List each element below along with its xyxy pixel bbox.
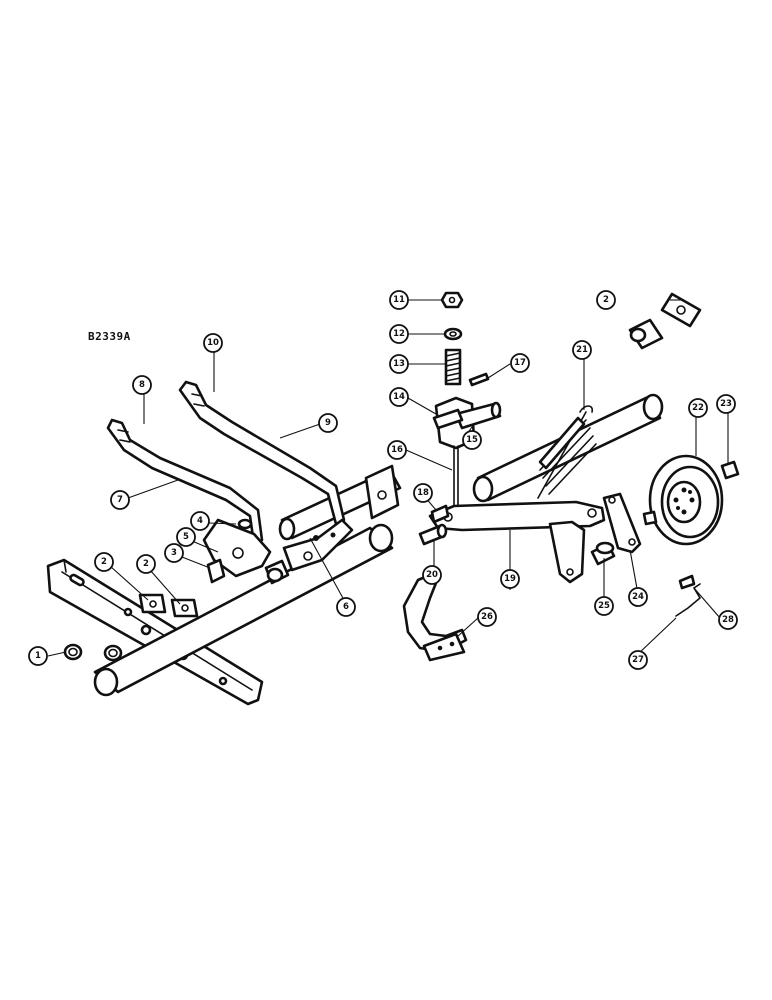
svg-text:28: 28 bbox=[722, 615, 734, 625]
lever-left bbox=[106, 418, 264, 546]
svg-text:25: 25 bbox=[598, 601, 610, 611]
svg-text:4: 4 bbox=[197, 516, 203, 526]
callout-2a: 2 bbox=[94, 552, 114, 572]
sleeve-top bbox=[628, 318, 664, 350]
callout-2b: 2 bbox=[136, 554, 156, 574]
callout-28: 28 bbox=[718, 610, 738, 630]
plate-2a bbox=[138, 593, 167, 614]
callout-20: 20 bbox=[422, 565, 442, 585]
lever-right bbox=[178, 380, 346, 526]
svg-text:12: 12 bbox=[393, 329, 405, 339]
callout-13: 13 bbox=[389, 354, 409, 374]
svg-text:24: 24 bbox=[632, 592, 644, 602]
svg-text:14: 14 bbox=[393, 392, 405, 402]
callout-12: 12 bbox=[389, 324, 409, 344]
svg-text:2: 2 bbox=[603, 295, 609, 305]
callout-9: 9 bbox=[318, 413, 338, 433]
callout-4: 4 bbox=[190, 511, 210, 531]
callout-23: 23 bbox=[716, 394, 736, 414]
scraper-26 bbox=[402, 572, 468, 662]
callout-15: 15 bbox=[462, 430, 482, 450]
washer-1 bbox=[63, 643, 83, 661]
callout-22: 22 bbox=[688, 398, 708, 418]
svg-text:1: 1 bbox=[35, 651, 41, 661]
svg-text:10: 10 bbox=[207, 338, 219, 348]
clip-28 bbox=[678, 574, 696, 590]
plate-2c bbox=[660, 292, 702, 328]
callout-21: 21 bbox=[572, 340, 592, 360]
callout-7: 7 bbox=[110, 490, 130, 510]
callout-8: 8 bbox=[132, 375, 152, 395]
pivot-bracket bbox=[282, 518, 354, 572]
bushing-23 bbox=[720, 460, 740, 480]
link-24 bbox=[602, 492, 642, 554]
callout-26: 26 bbox=[477, 607, 497, 627]
svg-text:15: 15 bbox=[466, 435, 478, 445]
svg-text:7: 7 bbox=[117, 495, 123, 505]
pin-17 bbox=[468, 372, 490, 387]
svg-text:19: 19 bbox=[504, 574, 516, 584]
pin-18 bbox=[430, 504, 450, 524]
svg-text:18: 18 bbox=[417, 488, 429, 498]
right-cylinder-tube bbox=[472, 393, 664, 503]
pin-20 bbox=[418, 523, 448, 546]
callout-19: 19 bbox=[500, 569, 520, 589]
callout-17: 17 bbox=[510, 353, 530, 373]
svg-text:8: 8 bbox=[139, 380, 145, 390]
sleeve-25 bbox=[590, 541, 616, 566]
callout-5: 5 bbox=[176, 527, 196, 547]
callout-25: 25 bbox=[594, 596, 614, 616]
washer-frame bbox=[103, 644, 123, 662]
svg-text:3: 3 bbox=[171, 548, 177, 558]
svg-text:17: 17 bbox=[514, 358, 526, 368]
callout-11: 11 bbox=[389, 290, 409, 310]
lever-bracket bbox=[202, 518, 272, 584]
wheel-22 bbox=[648, 454, 724, 546]
link-arm-lower bbox=[548, 520, 586, 584]
spring-13 bbox=[444, 348, 462, 386]
washer-12 bbox=[443, 327, 463, 341]
svg-text:22: 22 bbox=[692, 403, 704, 413]
rod-16 bbox=[453, 445, 459, 511]
svg-text:20: 20 bbox=[426, 570, 438, 580]
spring-21 bbox=[537, 405, 597, 499]
callout-2c: 2 bbox=[596, 290, 616, 310]
nut-wheel bbox=[642, 510, 658, 526]
svg-text:21: 21 bbox=[576, 345, 588, 355]
svg-text:27: 27 bbox=[632, 655, 644, 665]
spacer-sleeve bbox=[264, 559, 290, 585]
callout-14: 14 bbox=[389, 387, 409, 407]
callout-6: 6 bbox=[336, 597, 356, 617]
svg-text:6: 6 bbox=[343, 602, 349, 612]
svg-text:26: 26 bbox=[481, 612, 493, 622]
clip-27 bbox=[675, 583, 702, 617]
svg-text:2: 2 bbox=[143, 559, 149, 569]
callout-24: 24 bbox=[628, 587, 648, 607]
callout-3: 3 bbox=[164, 543, 184, 563]
svg-text:16: 16 bbox=[391, 445, 403, 455]
svg-text:23: 23 bbox=[720, 399, 732, 409]
callout-16: 16 bbox=[387, 440, 407, 460]
callout-27: 27 bbox=[628, 650, 648, 670]
plate-2b bbox=[170, 598, 199, 618]
callout-10: 10 bbox=[203, 333, 223, 353]
svg-text:2: 2 bbox=[101, 557, 107, 567]
callout-1: 1 bbox=[28, 646, 48, 666]
figure-code: B2339A bbox=[88, 330, 131, 343]
mounting-bracket bbox=[364, 464, 400, 520]
svg-text:5: 5 bbox=[183, 532, 189, 542]
svg-text:11: 11 bbox=[393, 295, 405, 305]
svg-text:13: 13 bbox=[393, 359, 405, 369]
svg-text:9: 9 bbox=[325, 418, 331, 428]
nut-11 bbox=[440, 291, 464, 309]
callout-18: 18 bbox=[413, 483, 433, 503]
